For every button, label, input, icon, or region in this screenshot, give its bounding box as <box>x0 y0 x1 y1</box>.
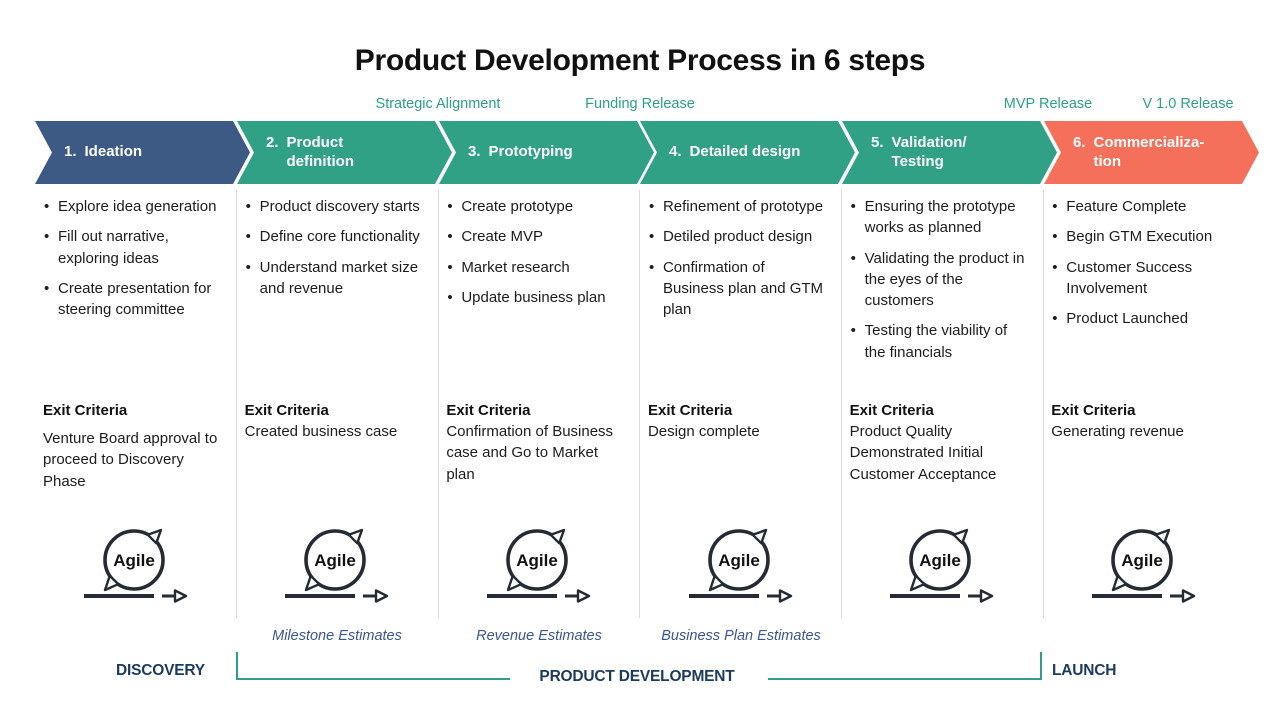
agile-label: Agile <box>113 551 155 570</box>
phase-column-validation-testing: Ensuring the prototype works as planned … <box>842 190 1044 620</box>
bullet-item: Confirmation of Business plan and GTM pl… <box>648 257 830 321</box>
agile-cycle-icon: Agile <box>281 516 393 608</box>
exit-criteria-text: Venture Board approval to proceed to Dis… <box>43 430 218 490</box>
exit-criteria-block: Exit Criteria Generating revenue <box>1051 402 1235 442</box>
bullet-list: Feature Complete Begin GTM Execution Cus… <box>1043 190 1245 330</box>
arrow-number: 4. <box>669 143 682 161</box>
bullet-list: Create prototype Create MVP Market resea… <box>438 190 640 308</box>
bullet-item: Product discovery starts <box>245 196 427 218</box>
column-divider <box>841 190 842 618</box>
annotation-revenue-estimates: Revenue Estimates <box>476 628 602 644</box>
bullet-item: Testing the viability of the financials <box>850 320 1032 363</box>
bullet-item: Create prototype <box>446 196 628 218</box>
footer-stage-discovery: DISCOVERY <box>116 662 205 679</box>
milestone-label-mvp-release: MVP Release <box>1003 96 1093 112</box>
exit-criteria-heading: Exit Criteria <box>1051 402 1136 419</box>
bullet-list: Explore idea generation Fill out narrati… <box>35 190 237 320</box>
bullet-item: Fill out narrative, exploring ideas <box>43 226 225 269</box>
agile-cycle-icon: Agile <box>886 516 998 608</box>
column-divider <box>236 190 237 618</box>
bullet-item: Understand market size and revenue <box>245 257 427 300</box>
bullet-list: Refinement of prototype Detiled product … <box>640 190 842 320</box>
phase-column-product-definition: Product discovery starts Define core fun… <box>237 190 439 620</box>
phase-arrow-prototyping: 3. Prototyping <box>439 121 654 184</box>
bullet-item: Product Launched <box>1051 308 1233 330</box>
bullet-item: Validating the product in the eyes of th… <box>850 248 1032 312</box>
phase-arrow-detailed-design: 4. Detailed design <box>640 121 855 184</box>
phase-arrow-validation-testing: 5. Validation/ Testing <box>842 121 1057 184</box>
bullet-item: Refinement of prototype <box>648 196 830 218</box>
arrow-name: Prototyping <box>488 143 573 161</box>
milestone-label-v1-release: V 1.0 Release <box>1142 96 1234 112</box>
bracket-line-left <box>236 652 510 680</box>
exit-criteria-heading: Exit Criteria <box>244 402 329 419</box>
exit-criteria-heading: Exit Criteria <box>43 402 128 419</box>
agile-cycle-icon: Agile <box>80 516 192 608</box>
bullet-item: Create MVP <box>446 226 628 248</box>
footer-stage-launch: LAUNCH <box>1052 662 1117 679</box>
bullet-list: Product discovery starts Define core fun… <box>237 190 439 299</box>
column-divider <box>639 190 640 618</box>
exit-criteria-block: Exit Criteria Design complete <box>648 402 832 442</box>
exit-criteria-text: Created business case <box>244 423 398 440</box>
phase-column-detailed-design: Refinement of prototype Detiled product … <box>640 190 842 620</box>
phase-arrow-product-definition: 2. Product definition <box>237 121 452 184</box>
exit-criteria-block: Exit Criteria Confirmation of Business c… <box>446 402 630 485</box>
phase-column-commercialization: Feature Complete Begin GTM Execution Cus… <box>1043 190 1245 620</box>
phase-column-prototyping: Create prototype Create MVP Market resea… <box>438 190 640 620</box>
exit-criteria-heading: Exit Criteria <box>446 402 531 419</box>
agile-label: Agile <box>1121 551 1163 570</box>
arrow-name: Product definition <box>286 133 355 170</box>
column-divider <box>438 190 439 618</box>
exit-criteria-heading: Exit Criteria <box>849 402 934 419</box>
phase-columns: Explore idea generation Fill out narrati… <box>35 190 1245 620</box>
bullet-item: Create presentation for steering committ… <box>43 278 225 321</box>
exit-criteria-block: Exit Criteria Product Quality Demonstrat… <box>850 402 1034 485</box>
page-title: Product Development Process in 6 steps <box>354 44 926 77</box>
exit-criteria-text: Design complete <box>647 423 760 440</box>
agile-cycle-icon: Agile <box>685 516 797 608</box>
arrow-name: Detailed design <box>689 143 801 161</box>
bullet-item: Feature Complete <box>1051 196 1233 218</box>
phase-column-ideation: Explore idea generation Fill out narrati… <box>35 190 237 620</box>
exit-criteria-text: Product Quality Demonstrated Initial Cus… <box>849 423 997 483</box>
phase-arrow-ideation: 1. Ideation <box>35 121 250 184</box>
arrow-number: 5. <box>871 133 884 151</box>
exit-criteria-text: Generating revenue <box>1051 423 1184 440</box>
bullet-item: Detiled product design <box>648 226 830 248</box>
bullet-item: Ensuring the prototype works as planned <box>850 196 1032 239</box>
arrow-number: 1. <box>64 143 77 161</box>
milestone-label-strategic-alignment: Strategic Alignment <box>375 96 501 112</box>
column-divider <box>1043 190 1044 618</box>
bullet-item: Begin GTM Execution <box>1051 226 1233 248</box>
phase-arrow-commercialization: 6. Commercializa- tion <box>1044 121 1259 184</box>
arrow-name: Commercializa- tion <box>1093 133 1205 170</box>
agile-cycle-icon: Agile <box>483 516 595 608</box>
agile-label: Agile <box>516 551 558 570</box>
bullet-item: Update business plan <box>446 287 628 309</box>
annotation-business-plan-estimates: Business Plan Estimates <box>661 628 821 644</box>
milestone-label-funding-release: Funding Release <box>585 96 695 112</box>
exit-criteria-heading: Exit Criteria <box>647 402 733 419</box>
arrow-number: 3. <box>468 143 481 161</box>
agile-cycle-icon: Agile <box>1088 516 1200 608</box>
bracket-line-right <box>768 652 1042 680</box>
exit-criteria-text: Confirmation of Business case and Go to … <box>446 423 614 483</box>
bullet-list: Ensuring the prototype works as planned … <box>842 190 1044 363</box>
arrow-name: Validation/ Testing <box>891 133 967 170</box>
agile-label: Agile <box>315 551 357 570</box>
bullet-item: Customer Success Involvement <box>1051 257 1233 300</box>
agile-label: Agile <box>920 551 962 570</box>
agile-label: Agile <box>718 551 760 570</box>
bullet-item: Define core functionality <box>245 226 427 248</box>
arrow-number: 6. <box>1073 133 1086 151</box>
footer-stage-product-development: PRODUCT DEVELOPMENT <box>539 668 735 685</box>
arrow-name: Ideation <box>84 143 143 161</box>
exit-criteria-block: Exit Criteria Created business case <box>245 402 429 442</box>
bullet-item: Market research <box>446 257 628 279</box>
exit-criteria-block: Exit Criteria Venture Board approval to … <box>43 402 227 492</box>
arrow-number: 2. <box>266 133 279 151</box>
annotation-milestone-estimates: Milestone Estimates <box>272 628 402 644</box>
bullet-item: Explore idea generation <box>43 196 225 218</box>
